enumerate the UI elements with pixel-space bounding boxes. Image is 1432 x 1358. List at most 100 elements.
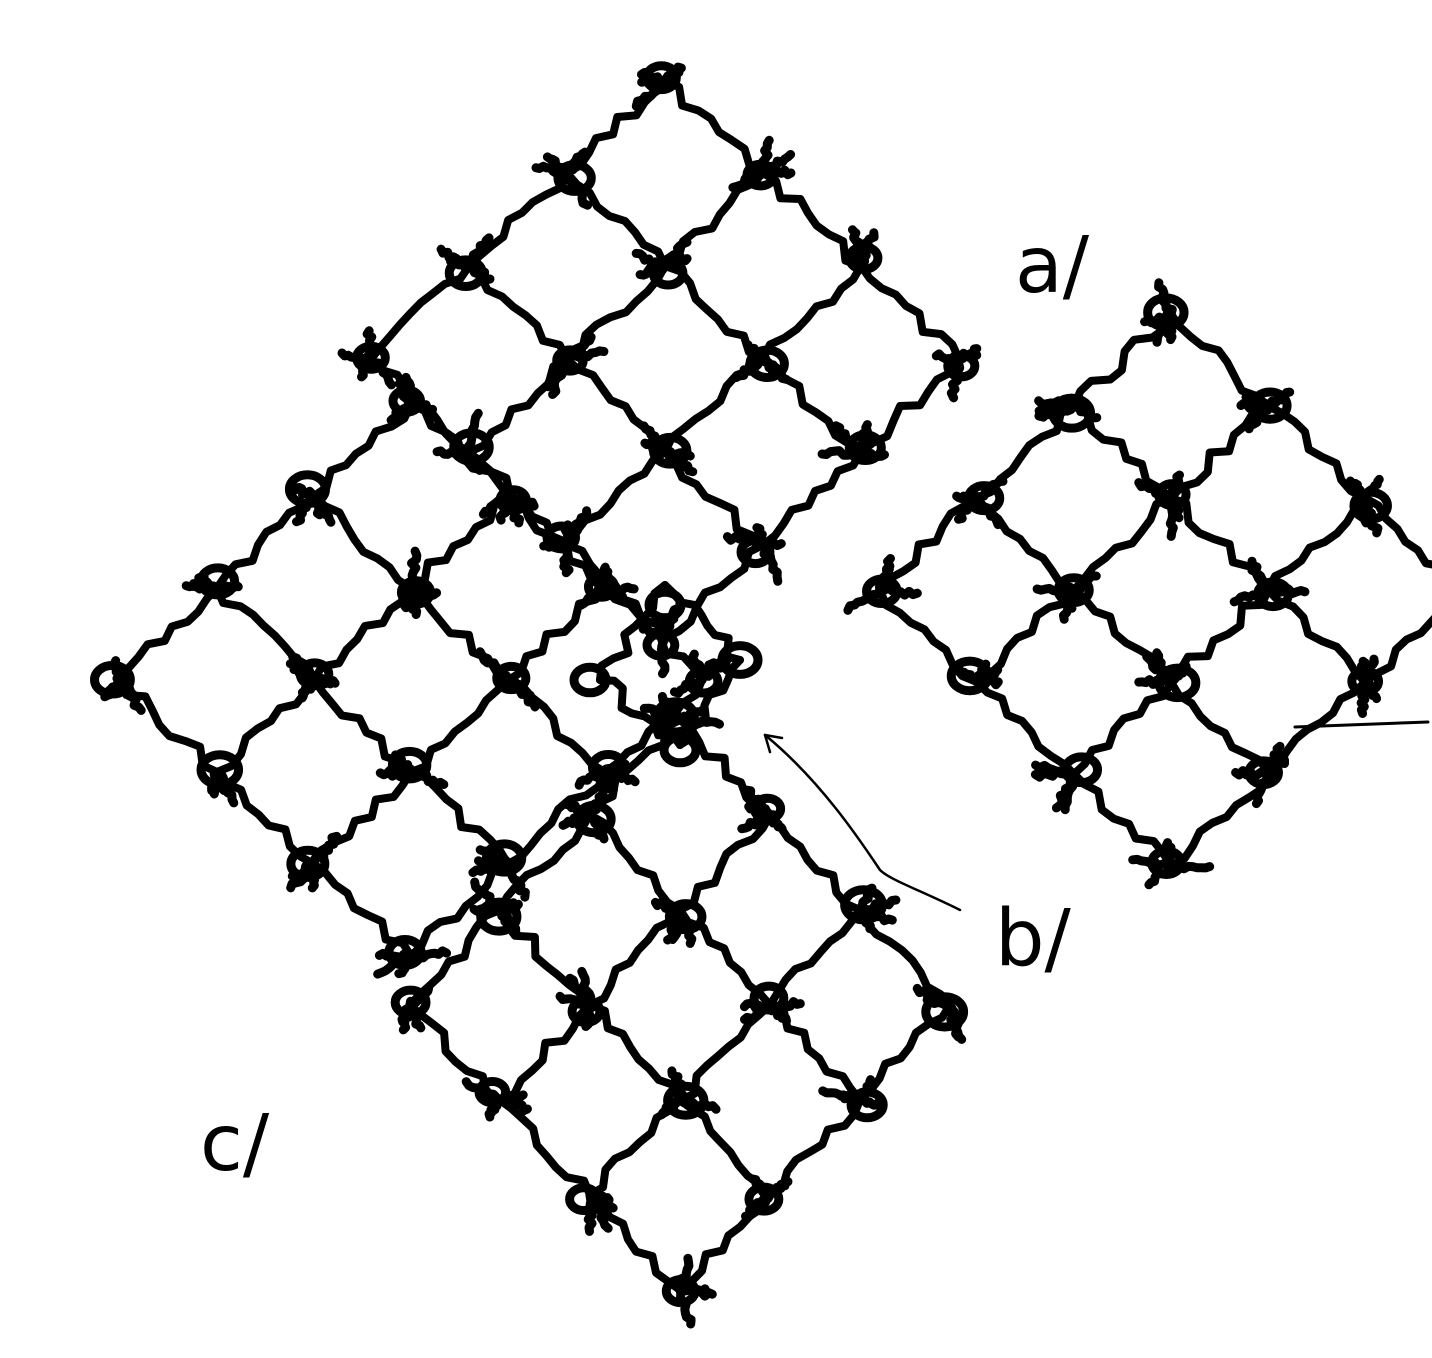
lattice-left-node-ring: [492, 661, 531, 695]
lattice-bottom-node-ring: [663, 1081, 709, 1120]
label-b: b/: [995, 894, 1072, 984]
lattice-bottom-node-arm: [751, 1190, 775, 1212]
lattice-right-node-ring: [1048, 393, 1096, 433]
label-c: c/: [200, 1099, 270, 1189]
lattice-left-bond: [310, 400, 415, 500]
lattice-right-node-ring: [1347, 666, 1384, 697]
lattice-bottom-node-arm: [585, 779, 613, 820]
lattice-top-bond: [465, 169, 571, 270]
lattice-bottom-node-ring: [744, 1182, 784, 1216]
lattice-right-node-arm: [1152, 648, 1176, 687]
lattice-left-node-ring: [90, 660, 135, 699]
lattice-bottom-node-ring: [921, 992, 969, 1032]
lattice-top-bond: [857, 262, 963, 363]
lattice-right-node-arm: [955, 665, 982, 687]
lattice-bottom-node-ring: [567, 995, 605, 1028]
molecular-network-drawing: [90, 61, 1432, 1329]
lattice-top-node-arm: [758, 540, 783, 586]
lattice-left-node-ring: [684, 665, 723, 698]
lattice-top-node-ring: [844, 242, 883, 274]
lattice-right-node-ring: [1248, 387, 1292, 424]
lattice-bottom-node-ring: [565, 1183, 603, 1216]
lattice-right-bond: [1070, 770, 1175, 870]
lattice-left-node-arm: [503, 675, 540, 712]
lattice-left-node-arm: [309, 831, 342, 869]
lattice-bottom-node-arm: [855, 895, 901, 915]
lattice-right-bond: [1361, 614, 1432, 686]
pointer-arrowhead-b: [763, 733, 784, 754]
lattice-right-bond: [1167, 770, 1272, 870]
lattice-left-node-ring: [196, 750, 244, 790]
lattice-right-node-ring: [1147, 846, 1186, 879]
lattice-top-bond: [661, 76, 767, 177]
lattice-bottom-bond: [586, 906, 684, 1009]
lattice-top-node-ring: [352, 341, 390, 374]
lattice-bottom-node-arm: [675, 715, 724, 729]
lattice-left-bond: [116, 584, 221, 684]
lattice-left-node-arm: [285, 481, 319, 501]
lattice-bottom-node-ring: [840, 885, 887, 925]
core-ring: [659, 732, 701, 768]
lattice-right-bond: [1070, 494, 1175, 594]
lattice-top-bond: [759, 262, 865, 363]
lattice-left-bond: [504, 768, 609, 868]
lattice-left-node-ring: [284, 470, 330, 509]
lattice-top-node-ring: [444, 255, 487, 291]
lattice-left-node-ring: [295, 658, 334, 691]
lattice-bottom-bond: [496, 1096, 594, 1199]
pointer-line-b: [763, 733, 962, 912]
lattice-left-node-arm: [475, 647, 513, 685]
lattice-right-node-ring: [1349, 487, 1392, 524]
lattice-bottom-node-arm: [585, 1190, 613, 1233]
lattice-left-node-ring: [396, 576, 436, 609]
lattice-top-node-arm: [631, 75, 670, 111]
lattice-bottom-node-ring: [661, 1275, 700, 1308]
lattice-left-bond: [310, 584, 415, 684]
lattice-left-node-ring: [481, 839, 527, 877]
lattice-top-node-ring: [745, 345, 789, 382]
lattice-left-node-arm: [574, 767, 610, 790]
lattice-right-node-ring: [1154, 663, 1201, 703]
lattice-right-node-ring: [1253, 577, 1294, 612]
lattice-right-node-ring: [862, 574, 902, 609]
lattice-bottom-bond: [586, 716, 684, 819]
lattice-right-node-ring: [1154, 479, 1191, 511]
lattice-top-node-ring: [552, 345, 588, 376]
lattice-bottom-bond: [676, 811, 774, 914]
label-a: a/: [1015, 221, 1090, 311]
lattice-right-bond: [1264, 402, 1369, 502]
lattice-right-node-ring: [1244, 756, 1283, 789]
lattice-bottom-node-arm: [855, 1095, 887, 1110]
lattice-right-node-arm: [875, 554, 895, 595]
lattice-left-node-ring: [286, 845, 330, 882]
lattice-bottom-bond: [586, 1001, 684, 1104]
lattice-right-node-ring: [1143, 293, 1189, 332]
lattice-bottom-node-arm: [675, 1285, 696, 1329]
lattice-left-bond: [310, 492, 415, 592]
lattice-right-bond: [973, 678, 1078, 778]
lattice-left-node-ring: [583, 571, 619, 602]
lattice-top-node-ring: [648, 256, 688, 290]
lattice-right-node-ring: [946, 656, 993, 696]
lattice-left-node-ring: [388, 385, 426, 417]
lattice-right-bond: [1264, 494, 1369, 594]
lattice-top-node-ring: [553, 160, 596, 196]
lattice-bottom-node-ring: [476, 897, 522, 936]
lattice-bottom-node-ring: [749, 793, 786, 824]
lattice-top-bond: [759, 448, 865, 549]
lattice-top-node-ring: [648, 432, 692, 469]
lattice-bottom-node-ring: [474, 1076, 511, 1108]
lattice-right-node-ring: [963, 481, 1005, 516]
core-ring: [569, 662, 611, 698]
lattice-top-bond: [759, 169, 865, 270]
lattice-top-node-arm: [366, 354, 396, 390]
pointer-line-right: [1293, 720, 1430, 729]
lattice-right-bond: [1167, 402, 1272, 502]
lattice-bottom-node-ring: [846, 1087, 888, 1123]
lattice-bottom-node-ring: [572, 800, 616, 838]
lattice-left-node-ring: [196, 563, 240, 600]
lattice-left-bond: [407, 400, 512, 500]
lattice-left-node-ring: [387, 746, 432, 784]
lattice-left-node-ring: [384, 935, 426, 970]
